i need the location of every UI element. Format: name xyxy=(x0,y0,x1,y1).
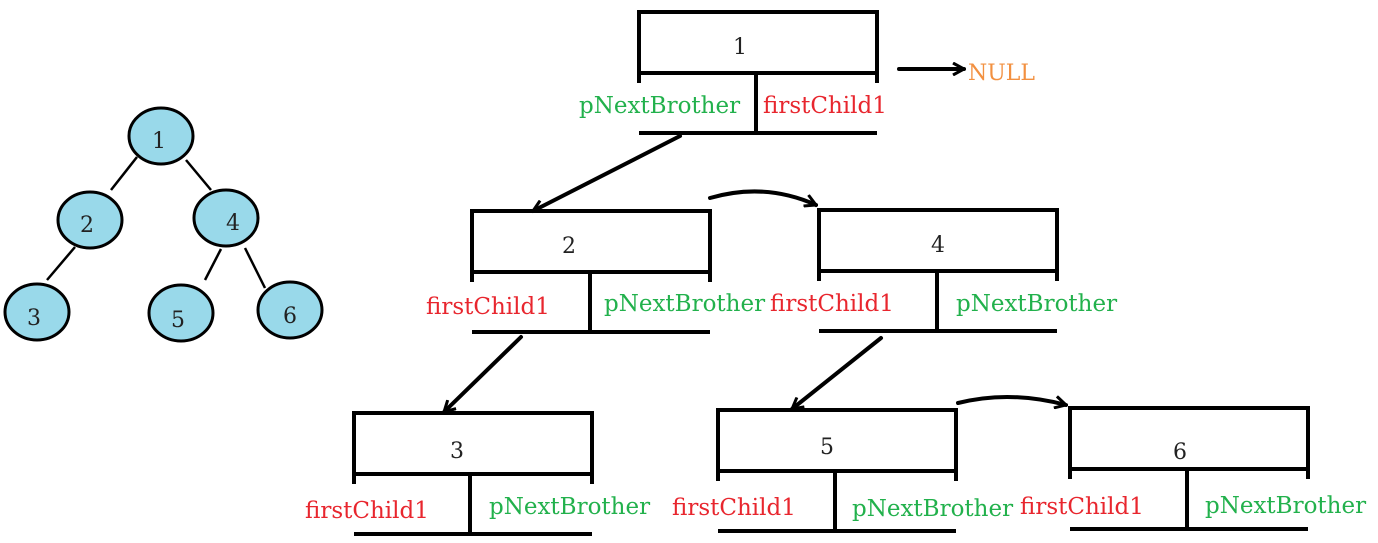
storage-node-2-label: 2 xyxy=(562,234,576,259)
storage-node-6-next-brother: pNextBrother xyxy=(1205,493,1366,519)
storage-node-4: 4 firstChild1 pNextBrother xyxy=(770,208,1117,333)
tree-node-3 xyxy=(3,282,71,342)
tree-graph: 1 2 4 3 5 6 xyxy=(3,106,324,343)
storage-node-1-next-brother: pNextBrother xyxy=(579,93,740,119)
tree-node-2-label: 2 xyxy=(80,213,94,238)
tree-edge-4-6 xyxy=(243,247,267,289)
storage-node-3-first-child: firstChild1 xyxy=(305,498,429,524)
storage-node-3: 3 firstChild1 pNextBrother xyxy=(305,411,650,536)
tree-edge-1-2 xyxy=(110,156,138,191)
tree-node-2 xyxy=(56,190,124,250)
null-label: NULL xyxy=(968,61,1035,86)
tree-edge-1-4 xyxy=(185,159,212,191)
storage-node-5-data-cell xyxy=(716,408,958,473)
storage-node-4-next-brother: pNextBrother xyxy=(956,291,1117,317)
tree-node-3-label: 3 xyxy=(27,306,41,331)
storage-node-4-first-child: firstChild1 xyxy=(770,291,894,317)
tree-node-4-label: 4 xyxy=(226,211,240,236)
storage-node-2-first-child: firstChild1 xyxy=(426,294,550,320)
storage-node-3-data-cell xyxy=(352,411,594,476)
storage-node-5-first-child: firstChild1 xyxy=(672,495,796,521)
tree-node-4 xyxy=(192,188,260,248)
pointer-arrow-2-to-3 xyxy=(444,335,523,412)
storage-node-5: 5 firstChild1 pNextBrother xyxy=(672,408,1013,533)
storage-node-1-data-cell xyxy=(637,10,879,75)
tree-edge-4-5 xyxy=(203,248,223,281)
storage-node-6-data-cell xyxy=(1068,406,1310,471)
tree-node-5-label: 5 xyxy=(171,308,185,333)
pointer-arrow-2-to-4 xyxy=(708,189,816,205)
tree-node-5 xyxy=(147,283,215,343)
storage-node-1-first-child: firstChild1 xyxy=(763,93,887,119)
pointer-arrow-1-to-2 xyxy=(533,134,682,213)
tree-node-1-label: 1 xyxy=(152,129,166,154)
tree-node-6 xyxy=(256,280,324,340)
storage-node-1: 1 pNextBrother firstChild1 xyxy=(579,10,887,135)
storage-node-6-label: 6 xyxy=(1173,440,1187,465)
storage-node-2-next-brother: pNextBrother xyxy=(604,291,765,317)
pointer-arrow-5-to-6 xyxy=(956,394,1066,405)
storage-node-6: 6 firstChild1 pNextBrother xyxy=(1020,406,1366,531)
storage-node-5-label: 5 xyxy=(820,435,834,460)
storage-node-4-label: 4 xyxy=(931,233,945,258)
tree-node-6-label: 6 xyxy=(283,304,297,329)
storage-node-2-data-cell xyxy=(470,209,712,274)
storage-node-3-label: 3 xyxy=(450,439,464,464)
storage-node-6-first-child: firstChild1 xyxy=(1020,494,1144,520)
pointer-arrow-4-to-5 xyxy=(792,336,883,411)
storage-node-5-next-brother: pNextBrother xyxy=(852,496,1013,522)
storage-node-2: 2 firstChild1 pNextBrother xyxy=(426,209,765,334)
tree-edge-2-3 xyxy=(46,246,76,281)
storage-node-3-next-brother: pNextBrother xyxy=(489,494,650,520)
storage-node-1-label: 1 xyxy=(733,35,747,60)
tree-node-1 xyxy=(127,106,195,166)
